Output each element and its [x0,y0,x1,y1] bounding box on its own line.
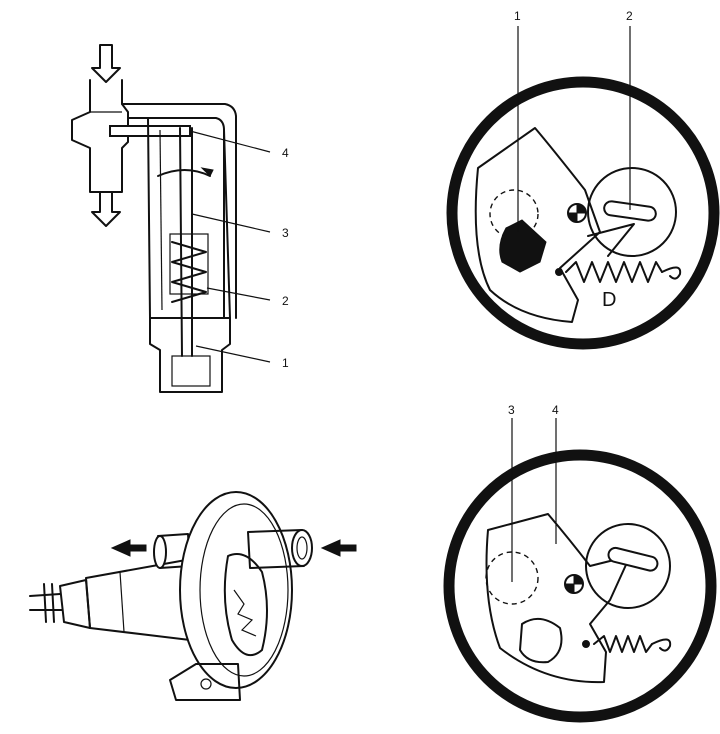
letter-d: D [602,289,616,311]
lobe-circle [585,523,671,609]
cutaway-window [223,553,268,657]
arrow-down-icon [91,44,121,83]
rotation-arrow-icon [157,169,211,177]
plunger-slot [607,546,659,572]
pump-housing [179,491,293,689]
mounting-bracket [169,663,241,701]
solid-cam [499,219,547,273]
callout-1: 1 [514,9,521,23]
lever-arm [109,125,191,137]
flow-left-arrow-icon [320,539,357,557]
pump-perspective-drawing [29,491,357,701]
flow-left-arrow-icon [110,539,147,557]
t-fitting [71,79,129,193]
plunger-slot [603,200,657,222]
cam-plate [474,127,601,323]
detail-ring [446,76,720,350]
callout-1: 1 [282,356,289,370]
open-cam [519,617,563,664]
top-circle-detail: D 1 2 [446,9,720,350]
base-fitting [149,317,231,393]
callout-4: 4 [552,403,559,417]
cam-plate [485,513,631,684]
tension-spring [593,635,653,653]
housing [147,117,231,319]
detail-ring [443,449,717,723]
sectional-valve-drawing: 4 3 2 1 [71,44,289,393]
callout-4: 4 [282,146,289,160]
motor-body [85,559,191,641]
callout-2: 2 [626,9,633,23]
tension-spring [565,261,663,283]
callout-3: 3 [282,226,289,240]
arrow-down-icon [91,191,121,227]
callout-3: 3 [508,403,515,417]
spring [171,241,207,303]
bottom-circle-detail: 3 4 [443,403,717,723]
terminal-cap [59,579,91,629]
callout-2: 2 [282,294,289,308]
lobe-circle [587,167,677,257]
